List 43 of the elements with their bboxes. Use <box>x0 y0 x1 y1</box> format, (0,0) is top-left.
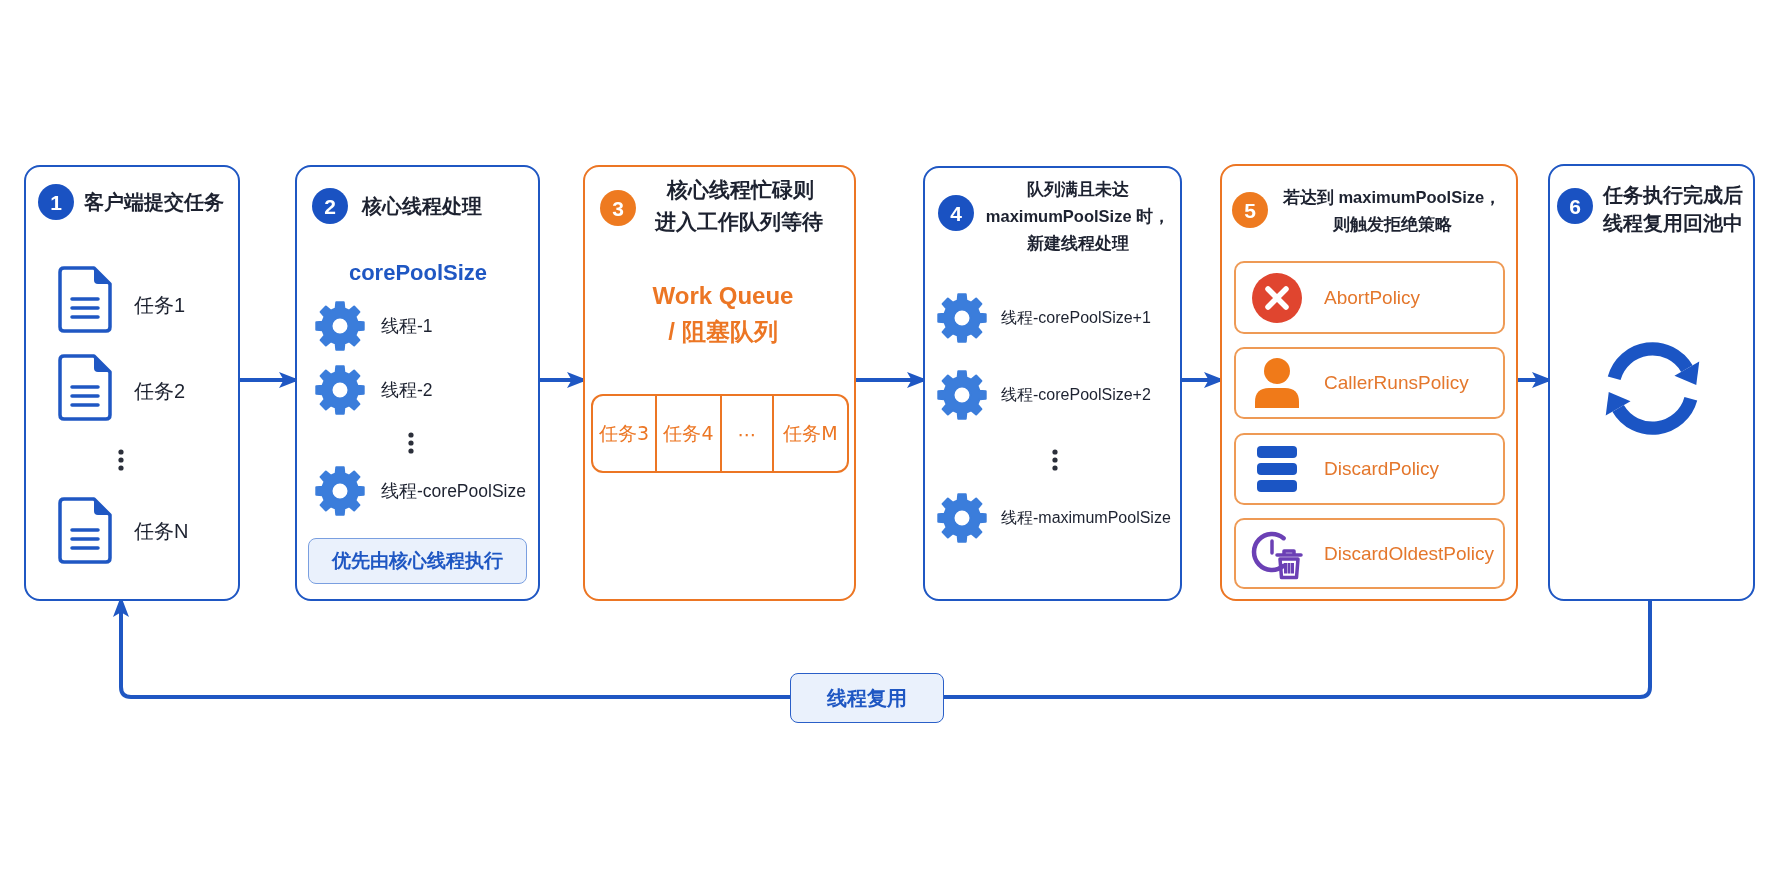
step-panel <box>1548 164 1755 601</box>
thread-label: 线程-corePoolSize <box>381 480 526 503</box>
number-badge: 1 <box>38 184 74 220</box>
thread-label: 线程-1 <box>381 315 433 338</box>
policy-label: DiscardOldestPolicy <box>1324 541 1494 566</box>
number-badge: 5 <box>1232 192 1268 228</box>
policy-label: DiscardPolicy <box>1324 457 1440 481</box>
step-panel <box>923 166 1182 601</box>
policy-label: AbortPolicy <box>1324 285 1421 310</box>
note-box: 优先由核心线程执行 <box>308 538 527 584</box>
task-label: 任务2 <box>134 379 186 404</box>
pool-size-label: corePoolSize <box>347 259 489 287</box>
task-label: 任务1 <box>134 293 186 318</box>
queue-cell: 任务3 <box>591 394 657 473</box>
queue-cell: 任务M <box>774 394 849 473</box>
policy-label: CallerRunsPolicy <box>1324 371 1469 395</box>
number-badge: 6 <box>1557 188 1593 224</box>
step-panel <box>295 165 540 601</box>
step-panel <box>583 165 856 601</box>
thread-label: 线程-maximumPoolSize <box>1001 508 1171 528</box>
policy-box <box>1234 433 1505 505</box>
step-heading: 核心线程忙碌则进入工作队列等待 <box>654 177 824 235</box>
policy-box <box>1234 518 1505 589</box>
queue-cell: ⋯ <box>722 394 774 473</box>
step-heading: 核心线程处理 <box>362 194 482 219</box>
step-panel <box>24 165 240 601</box>
queue-title: Work Queue / 阻塞队列 <box>651 281 795 347</box>
number-badge: 2 <box>312 188 348 224</box>
step-heading: 任务执行完成后线程复用回池中 <box>1603 183 1744 236</box>
number-badge: 4 <box>938 195 974 231</box>
thread-label: 线程-corePoolSize+2 <box>1001 385 1151 405</box>
number-badge: 3 <box>600 190 636 226</box>
step-heading: 队列满且未达 maximumPoolSize 时，新建线程处理 <box>984 179 1172 254</box>
policy-box <box>1234 347 1505 419</box>
thread-label: 线程-corePoolSize+1 <box>1001 308 1151 328</box>
task-label: 任务N <box>134 519 189 544</box>
queue-cell: 任务4 <box>657 394 722 473</box>
edge-label: 线程复用 <box>790 673 944 723</box>
step-panel <box>1220 164 1518 601</box>
policy-box <box>1234 261 1505 334</box>
step-heading: 若达到 maximumPoolSize，则触发拒绝策略 <box>1281 187 1503 235</box>
step-heading: 客户端提交任务 <box>84 190 224 215</box>
thread-label: 线程-2 <box>381 379 433 402</box>
